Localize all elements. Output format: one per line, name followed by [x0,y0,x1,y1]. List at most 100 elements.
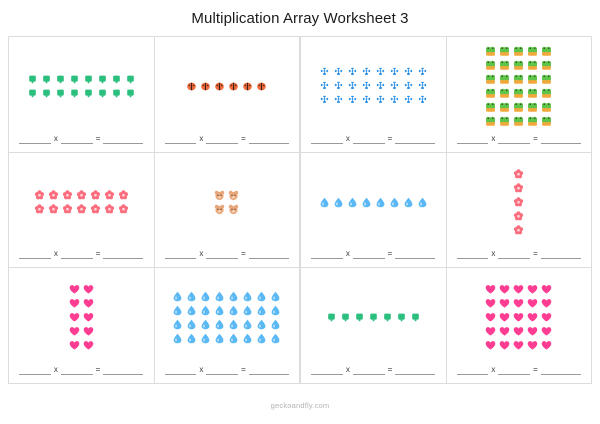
times-symbol: x [53,249,58,259]
equation-line: x= [155,134,300,152]
problem-cell: x= [154,268,300,385]
pink-heart-icon [69,284,80,295]
factor-one-blank[interactable] [456,365,489,376]
pink-heart-icon [83,312,94,323]
factor-one-blank[interactable] [456,134,489,144]
product-blank[interactable] [103,249,144,260]
factor-one-blank[interactable] [164,134,197,144]
blue-droplet-icon [270,305,281,316]
blue-puzzle-icon [375,81,386,92]
factor-two-blank[interactable] [60,249,93,260]
equation-line: x= [155,249,300,267]
factor-one-blank[interactable] [456,249,489,260]
factor-two-blank[interactable] [60,365,93,376]
pink-heart-icon [83,326,94,337]
blue-puzzle-icon [375,67,386,78]
factor-two-blank[interactable] [498,365,531,376]
factor-one-blank[interactable] [19,134,51,144]
array-holder [9,153,154,250]
problem-cell: x= [9,37,155,153]
factor-one-blank[interactable] [311,249,343,260]
product-blank[interactable] [103,365,144,376]
blue-droplet-icon [172,319,183,330]
factor-one-blank[interactable] [311,134,343,144]
pink-flower-icon [104,189,115,201]
blue-droplet-icon [186,305,197,316]
problem-cell: x= [446,152,592,269]
product-blank[interactable] [248,365,289,376]
product-blank[interactable] [395,134,436,144]
green-frog-face-icon [513,60,524,71]
factor-two-blank[interactable] [206,249,239,260]
times-symbol: x [199,365,204,375]
green-frog-face-icon [485,60,496,71]
factor-one-blank[interactable] [19,249,51,260]
times-symbol: x [491,133,496,143]
orange-ladybug-icon [242,81,253,92]
green-frog-icon [27,74,38,85]
blue-puzzle-icon [333,67,344,78]
blue-droplet-icon [172,305,183,316]
green-frog-face-icon [513,102,524,113]
blue-droplet-icon [200,291,211,302]
pink-heart-icon [541,312,552,323]
product-blank[interactable] [540,134,581,144]
green-frog-icon [83,74,94,85]
blue-puzzle-icon [319,95,330,106]
times-symbol: x [345,365,350,375]
green-frog-icon [55,88,66,99]
product-blank[interactable] [395,249,436,260]
factor-two-blank[interactable] [498,249,531,260]
equals-symbol: = [533,365,538,375]
green-frog-face-icon [499,88,510,99]
pink-flower-icon [513,182,524,194]
factor-one-blank[interactable] [164,365,197,376]
factor-two-blank[interactable] [206,365,239,376]
icon-array [185,80,268,93]
pink-flower-icon [48,189,59,201]
factor-two-blank[interactable] [206,134,239,144]
blue-puzzle-icon [403,95,414,106]
array-holder [301,268,446,365]
product-blank[interactable] [540,365,581,376]
factor-one-blank[interactable] [311,365,343,376]
blue-puzzle-icon [403,67,414,78]
green-frog-icon [69,88,80,99]
green-frog-icon [41,88,52,99]
factor-two-blank[interactable] [352,249,385,260]
blue-droplet-icon [186,319,197,330]
blue-puzzle-icon [347,95,358,106]
pink-flower-icon [48,203,59,215]
blue-puzzle-icon [417,67,428,78]
pink-flower-icon [118,189,129,201]
equals-symbol: = [241,249,246,259]
blue-puzzle-icon [333,95,344,106]
product-blank[interactable] [248,134,289,144]
factor-two-blank[interactable] [60,134,93,144]
pink-heart-icon [485,284,496,295]
orange-ladybug-icon [228,81,239,92]
factor-one-blank[interactable] [19,365,51,376]
problem-row: x=x= [301,152,592,269]
product-blank[interactable] [103,134,144,144]
blue-droplet-icon [270,319,281,330]
factor-one-blank[interactable] [164,249,197,260]
green-frog-face-icon [513,46,524,57]
green-frog-icon [368,312,379,323]
pink-heart-icon [69,298,80,309]
equation-line: x= [9,134,154,152]
product-blank[interactable] [248,249,289,260]
equals-symbol: = [533,249,538,259]
product-blank[interactable] [540,249,581,260]
factor-two-blank[interactable] [352,365,385,376]
green-frog-face-icon [541,46,552,57]
factor-two-blank[interactable] [498,134,531,144]
green-frog-icon [55,74,66,85]
factor-two-blank[interactable] [352,134,385,144]
blue-droplet-icon [256,305,267,316]
blue-puzzle-icon [361,81,372,92]
green-frog-icon [410,312,421,323]
green-frog-icon [354,312,365,323]
product-blank[interactable] [395,365,436,376]
pink-heart-icon [513,326,524,337]
